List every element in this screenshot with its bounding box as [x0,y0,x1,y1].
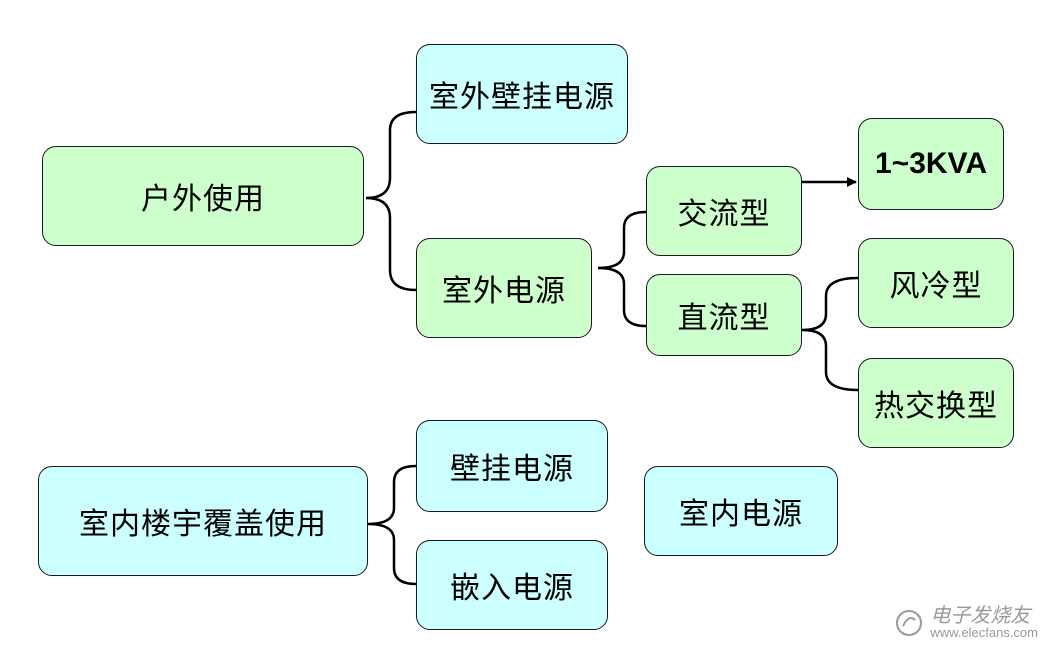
brace-dc-type [801,276,859,392]
logo-icon [896,609,923,636]
brace-indoor-coverage [367,464,417,586]
watermark-url: www.elecfans.com [930,625,1038,641]
node-indoor-coverage-use: 室内楼宇覆盖使用 [38,466,368,576]
watermark-logo-text: 电子发烧友 [930,603,1031,628]
watermark: 电子发烧友 www.elecfans.com [894,605,1038,640]
brace-outdoor-use [365,110,417,292]
node-heat-exchange: 热交换型 [858,358,1014,448]
node-kva-range: 1~3KVA [858,118,1004,210]
node-outdoor-use: 户外使用 [42,146,364,246]
node-outdoor-power: 室外电源 [416,238,592,338]
node-indoor-power: 室内电源 [644,466,838,556]
node-outdoor-wall-power: 室外壁挂电源 [416,44,628,144]
brace-outdoor-power [597,210,647,328]
node-dc-type: 直流型 [646,274,802,356]
node-wall-power: 壁挂电源 [416,420,608,512]
node-embedded-power: 嵌入电源 [416,540,608,630]
node-air-cooled: 风冷型 [858,238,1014,328]
node-ac-type: 交流型 [646,166,802,256]
